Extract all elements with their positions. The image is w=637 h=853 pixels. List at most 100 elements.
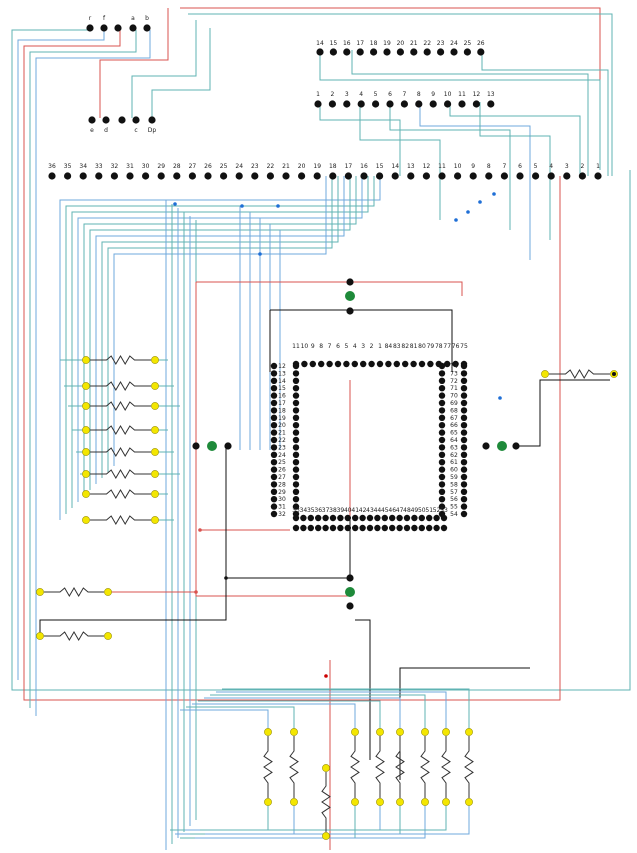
junction-dot	[198, 528, 202, 532]
led-right-pin	[482, 442, 490, 450]
wire-bottom-res-top	[198, 700, 381, 732]
wire-red-box-left	[195, 282, 350, 597]
long-header-label: 5	[534, 163, 538, 170]
resistor-pad-left	[82, 470, 90, 478]
chip-pin-right-outer	[460, 422, 468, 429]
resistor-pad	[104, 632, 112, 640]
chip-pin-bottom-inner	[396, 524, 403, 532]
long-header-pin	[48, 172, 56, 180]
chip-pin-top	[326, 360, 333, 368]
long-header-label: 13	[407, 163, 415, 170]
long-header-label: 34	[79, 163, 87, 170]
header-right-pin-row2	[372, 100, 380, 108]
wire-bottom-res-top	[204, 697, 401, 732]
chip-pin-label-left: 32	[278, 511, 286, 518]
header-right-pin-row2	[314, 100, 322, 108]
header-pin-bottom	[132, 116, 140, 124]
chip-pin-right-inner	[438, 503, 446, 510]
header-right-pin-row2	[458, 100, 466, 108]
chip-pin-left-outer	[270, 377, 278, 384]
chip-pin-label-bottom: 41	[351, 507, 359, 514]
long-header-label: 36	[48, 163, 56, 170]
chip-pin-label-left: 15	[278, 385, 286, 392]
chip-pin-right-inner	[438, 414, 446, 421]
long-header-label: 27	[189, 163, 197, 170]
resistor-pad	[36, 632, 44, 640]
chip-pin-bottom-inner	[359, 524, 366, 532]
chip-pin-left-inner	[292, 436, 300, 444]
chip-pin-right-outer	[460, 444, 468, 451]
chip-pin-right-outer	[460, 451, 468, 458]
long-header-pin	[376, 172, 384, 180]
long-header-pin	[157, 172, 165, 180]
header-right-label-row2: 6	[388, 91, 392, 98]
long-header-pin	[173, 172, 181, 180]
chip-pin-label-left: 23	[278, 444, 286, 451]
wire-bottom-res-top	[186, 706, 295, 732]
component-layer	[44, 355, 610, 832]
wire-bottom-res-bot	[190, 802, 401, 835]
chip-pin-bottom-outer	[411, 514, 418, 522]
long-header-pin	[500, 172, 508, 180]
resistor-pad-top	[322, 764, 330, 772]
header-label-bottom: c	[134, 127, 137, 134]
long-header-label: 26	[204, 163, 212, 170]
chip-pin-left-inner	[292, 444, 300, 451]
wire-top-frame-2	[188, 13, 613, 176]
header-right-label-row2: 7	[402, 91, 406, 98]
long-header-label: 31	[126, 163, 134, 170]
resistor-pad-bottom	[396, 798, 404, 806]
chip-pin-label-top: 79	[427, 343, 435, 350]
resistor-horizontal	[90, 401, 151, 411]
chip-pin-label-bottom: 38	[329, 507, 337, 514]
led-bottom-pin	[346, 602, 354, 610]
wire-bundle-left	[77, 176, 363, 502]
chip-pin-left-inner	[292, 459, 300, 466]
header-right-label-row2: 9	[431, 91, 435, 98]
chip-pin-bottom-outer	[366, 514, 374, 522]
junction-dot	[240, 204, 244, 208]
resistor-pad-top	[442, 728, 450, 736]
chip-pin-left-outer	[270, 385, 278, 392]
resistor-horizontal	[90, 381, 151, 391]
resistor-pad-top	[351, 728, 359, 736]
resistor-horizontal	[90, 425, 151, 435]
long-header-label: 16	[360, 163, 368, 170]
resistor-pad-bottom	[264, 798, 272, 806]
long-header-pin	[188, 172, 196, 180]
chip-pin-bottom-outer	[389, 514, 396, 522]
chip-pin-left-outer	[270, 407, 278, 414]
resistor-zigzag	[375, 736, 385, 798]
long-header-label: 4	[549, 163, 553, 170]
chip-pin-right-outer	[460, 473, 468, 481]
wire-black-led-right	[515, 379, 610, 447]
header-right-pin-row2	[400, 100, 408, 108]
resistor-horizontal	[90, 355, 151, 365]
long-header-pin	[282, 172, 290, 180]
header-right-label-row2: 11	[458, 91, 466, 98]
resistor-horizontal	[90, 515, 151, 525]
chip-pin-right-inner	[438, 451, 446, 458]
led-bottom-pin	[346, 574, 354, 582]
wire-bottom-res-bot	[195, 802, 426, 839]
chip-pin-right-outer	[460, 459, 468, 466]
chip-pin-right-outer	[460, 436, 468, 444]
chip-pin-bottom-inner	[315, 524, 322, 532]
resistor-pad-top	[290, 728, 298, 736]
chip-pin-left-inner	[292, 466, 300, 473]
wire-hdr-mid-2	[359, 102, 441, 220]
chip-pin-bottom-outer	[374, 514, 381, 522]
resistor-pad	[36, 588, 44, 596]
long-header-label: 24	[235, 163, 243, 170]
resistor-pad-top	[421, 728, 429, 736]
chip-pin-right-inner	[438, 422, 446, 429]
header-pin-top	[100, 24, 108, 32]
wire-bottom-res-bot	[185, 802, 381, 831]
long-header-pin	[594, 172, 602, 180]
chip-pin-left-inner	[292, 481, 300, 488]
header-right-pin-row1	[410, 48, 418, 56]
long-header-pin	[578, 172, 587, 180]
wire-black-top	[270, 309, 453, 372]
resistor-pad-right	[151, 356, 159, 364]
